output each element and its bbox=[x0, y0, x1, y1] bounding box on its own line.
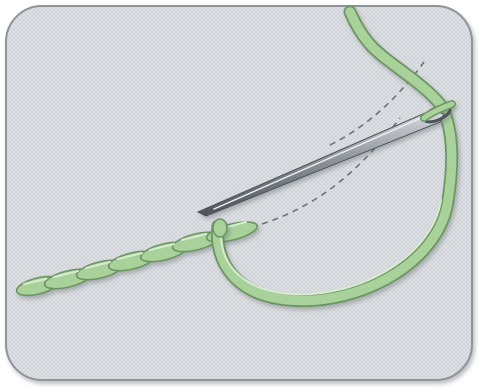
thread-entry-point bbox=[213, 219, 227, 237]
fabric-swatch bbox=[6, 6, 472, 380]
